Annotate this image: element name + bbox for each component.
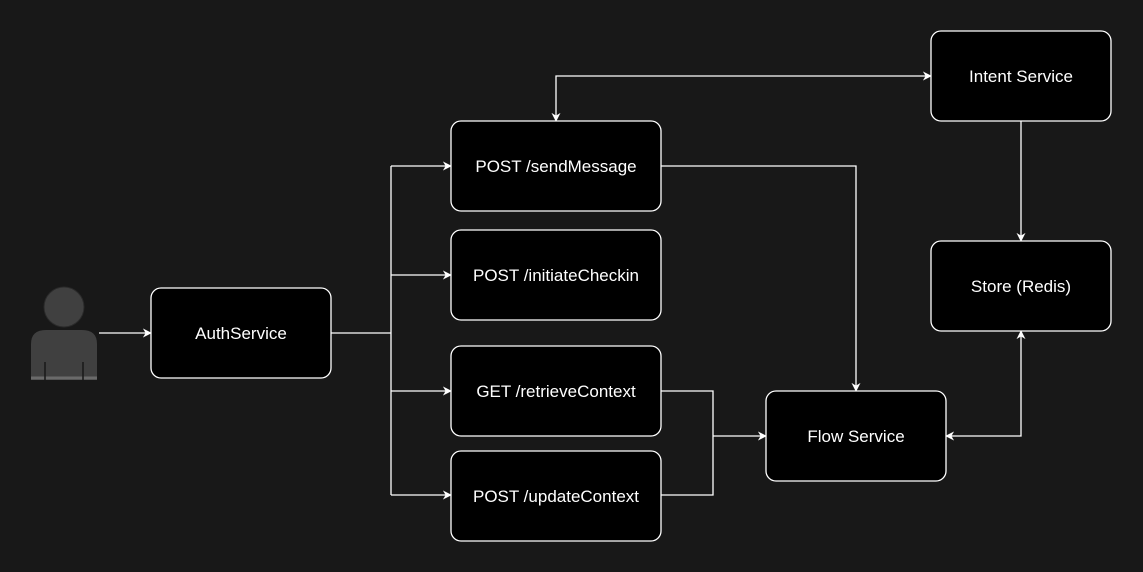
node-intent-service[interactable]: Intent Service — [930, 30, 1112, 122]
edge-send-message-to-flow — [661, 165, 861, 392]
node-update-context[interactable]: POST /updateContext — [450, 450, 662, 542]
node-store-redis[interactable]: Store (Redis) — [930, 240, 1112, 332]
node-label: Store (Redis) — [971, 277, 1071, 296]
node-send-message[interactable]: POST /sendMessage — [450, 120, 662, 212]
edge-update-context-to-flow — [661, 436, 714, 496]
node-label: GET /retrieveContext — [476, 382, 636, 401]
node-label: Flow Service — [807, 427, 904, 446]
node-label: POST /initiateCheckin — [473, 266, 639, 285]
node-retrieve-context[interactable]: GET /retrieveContext — [450, 345, 662, 437]
node-auth-service[interactable]: AuthService — [150, 287, 332, 379]
user-icon — [31, 286, 97, 380]
node-label: Intent Service — [969, 67, 1073, 86]
edge-send-message-intent — [551, 71, 932, 122]
node-flow-service[interactable]: Flow Service — [765, 390, 947, 482]
node-label: AuthService — [195, 324, 287, 343]
edge-flow-store — [945, 330, 1026, 441]
edge-auth-trunk — [331, 166, 392, 495]
edge-retrieve-context-to-flow — [661, 390, 714, 436]
node-label: POST /updateContext — [473, 487, 639, 506]
node-initiate-checkin[interactable]: POST /initiateCheckin — [450, 229, 662, 321]
edges — [99, 71, 1026, 500]
node-label: POST /sendMessage — [475, 157, 636, 176]
